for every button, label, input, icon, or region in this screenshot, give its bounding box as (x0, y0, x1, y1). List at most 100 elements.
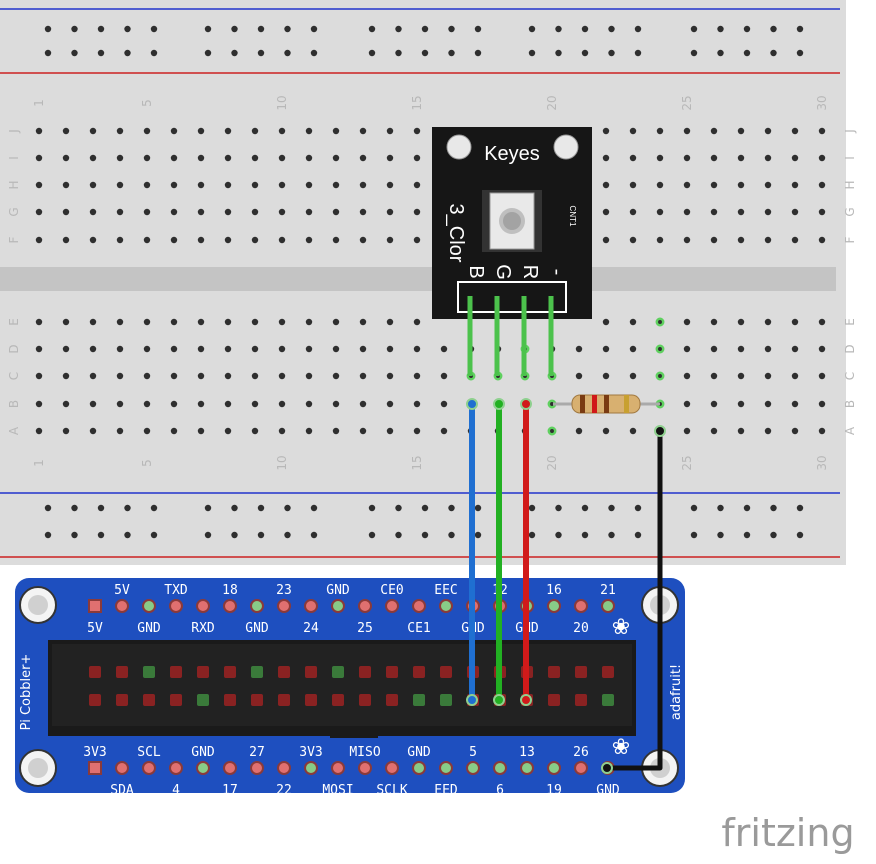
breadboard-hole (332, 154, 340, 162)
row-letter: H (7, 180, 21, 189)
header-pin (413, 666, 425, 678)
breadboard-hole (197, 372, 205, 380)
breadboard-hole (116, 372, 124, 380)
breadboard-hole (251, 181, 259, 189)
breadboard-hole (116, 318, 124, 326)
breadboard-hole (656, 236, 664, 244)
pin-label-g: G (492, 264, 514, 280)
breadboard-hole (35, 208, 43, 216)
mount-hole-icon (446, 134, 472, 160)
header-pin (548, 694, 560, 706)
rail-hole (284, 531, 291, 539)
rail-hole (395, 504, 402, 512)
breadboard-hole (62, 127, 70, 135)
cobbler-pin-label: 3V3 (299, 745, 322, 760)
breadboard-hole (386, 127, 394, 135)
row-letter: B (843, 400, 857, 408)
breadboard-hole (332, 208, 340, 216)
breadboard-hole (764, 400, 772, 408)
rail-hole (421, 49, 429, 57)
header-pin (575, 666, 587, 678)
breadboard-hole (278, 345, 286, 353)
column-number: 20 (545, 95, 559, 110)
breadboard-hole (818, 127, 826, 135)
rail-hole (421, 531, 429, 539)
cobbler-pin-label: SDA (110, 783, 134, 798)
cobbler-pin (304, 761, 318, 775)
breadboard-hole (35, 400, 43, 408)
breadboard-hole (683, 318, 691, 326)
breadboard-hole (710, 236, 718, 244)
breadboard-hole (818, 400, 826, 408)
column-number: 15 (410, 95, 424, 110)
rail-hole (368, 25, 376, 33)
breadboard-hole (359, 154, 367, 162)
breadboard-hole (62, 345, 70, 353)
header-pin (251, 666, 263, 678)
breadboard-hole (116, 427, 124, 435)
rail-hole (796, 531, 804, 539)
cobbler-pin (250, 761, 264, 775)
rail-hole (796, 49, 804, 57)
breadboard-hole (89, 208, 97, 216)
cobbler-pin (601, 599, 615, 613)
breadboard-hole (413, 318, 421, 326)
breadboard-hole (791, 236, 799, 244)
cobbler-pin-label: GND (137, 621, 161, 636)
breadboard-hole (116, 236, 124, 244)
rail-hole (257, 49, 265, 57)
mount-hole-icon (553, 134, 579, 160)
rail-hole (770, 531, 777, 539)
rail-hole (690, 25, 698, 33)
breadboard-hole (359, 427, 367, 435)
breadboard-hole (764, 345, 772, 353)
breadboard-hole (683, 154, 691, 162)
rail-hole (310, 25, 318, 33)
rail-hole (634, 531, 642, 539)
breadboard-hole (764, 127, 772, 135)
breadboard-hole (89, 181, 97, 189)
cobbler-pin-label: GND (191, 745, 215, 760)
breadboard-hole (791, 208, 799, 216)
breadboard-hole (629, 208, 637, 216)
header-pin (386, 694, 398, 706)
header-pin (116, 694, 128, 706)
row-letter: J (843, 129, 857, 134)
module-brand: Keyes (484, 143, 540, 165)
cobbler-pin (547, 761, 561, 775)
rail-hole (124, 49, 131, 57)
breadboard-hole (278, 236, 286, 244)
breadboard-hole (710, 318, 718, 326)
cobbler-pin-label: 21 (600, 583, 616, 598)
rail-hole (555, 531, 562, 539)
rail-hole (474, 49, 482, 57)
cobbler-pin (439, 761, 453, 775)
rail-hole (634, 49, 642, 57)
cobbler-pin (196, 599, 210, 613)
header-pin (278, 666, 290, 678)
breadboard-hole (791, 427, 799, 435)
breadboard-hole (602, 208, 610, 216)
breadboard-hole (305, 154, 313, 162)
breadboard-hole (170, 345, 178, 353)
breadboard-hole (62, 318, 70, 326)
header-pin (305, 666, 317, 678)
header-pin (251, 694, 263, 706)
breadboard-hole (62, 154, 70, 162)
breadboard-hole (737, 154, 745, 162)
cobbler-pin-label: EED (434, 783, 458, 798)
breadboard-hole (629, 318, 637, 326)
breadboard-hole (359, 372, 367, 380)
breadboard-hole (602, 318, 610, 326)
rail-hole (395, 25, 402, 33)
breadboard-hole (656, 154, 664, 162)
row-letter: D (843, 344, 857, 353)
cobbler-pin (412, 761, 426, 775)
breadboard-hole (737, 127, 745, 135)
breadboard-hole (386, 318, 394, 326)
breadboard-hole (224, 154, 232, 162)
breadboard-hole (116, 127, 124, 135)
breadboard-hole (386, 236, 394, 244)
breadboard-hole (547, 426, 557, 436)
